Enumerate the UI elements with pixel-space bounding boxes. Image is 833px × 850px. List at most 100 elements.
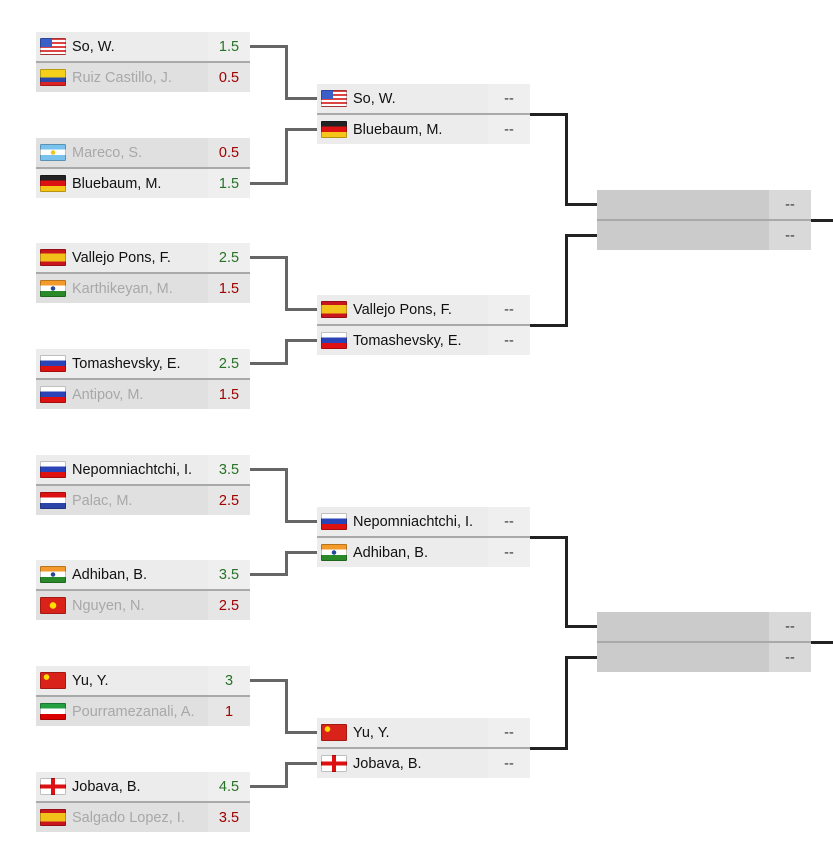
player-row[interactable]: Karthikeyan, M. 1.5 [36,272,250,303]
player-name-cell: Ruiz Castillo, J. [36,63,208,92]
player-row[interactable]: Adhiban, B. -- [317,536,530,567]
player-score: -- [769,643,811,672]
player-name[interactable]: Tomashevsky, E. [353,332,462,349]
player-row[interactable]: Tomashevsky, E.2.5 [36,349,250,378]
player-row[interactable]: Yu, Y.-- [317,718,530,747]
player-name-cell: So, W. [317,84,488,113]
bracket-connector [811,641,833,644]
player-score: -- [769,221,811,250]
player-row[interactable]: Bluebaum, M.-- [317,113,530,144]
flag-vn-icon [40,597,66,614]
player-name-cell: Antipov, M. [36,380,208,409]
player-name[interactable]: Adhiban, B. [72,566,147,583]
player-name[interactable]: Nepomniachtchi, I. [353,513,474,530]
player-row[interactable]: Mareco, S.0.5 [36,138,250,167]
flag-in-icon [40,566,66,583]
player-row[interactable]: Salgado Lopez, I. 3.5 [36,801,250,832]
bracket-connector [285,339,288,365]
bracket-connector [530,113,566,116]
flag-ru-icon [40,355,66,372]
match-r2-4: Yu, Y.--Jobava, B.-- [317,718,530,778]
player-name[interactable]: Nguyen, N. [72,597,145,614]
player-name-cell: Mareco, S. [36,138,208,167]
bracket-connector [565,536,568,628]
flag-us-icon [321,90,347,107]
player-name[interactable]: Yu, Y. [72,672,109,689]
player-name[interactable]: Tomashevsky, E. [72,355,181,372]
flag-co-icon [40,69,66,86]
player-name-cell [597,221,769,250]
player-row[interactable]: -- [597,219,811,250]
bracket-connector [285,45,288,100]
player-name[interactable]: Jobava, B. [72,778,141,795]
player-score: 3 [208,666,250,695]
player-name[interactable]: Salgado Lopez, I. [72,809,185,826]
player-score: 1.5 [208,169,250,198]
player-row[interactable]: Pourramezanali, A.1 [36,695,250,726]
player-row[interactable]: Nepomniachtchi, I.3.5 [36,455,250,484]
player-row[interactable]: So, W. 1.5 [36,32,250,61]
player-row[interactable]: Nepomniachtchi, I.-- [317,507,530,536]
player-row[interactable]: Palac, M.2.5 [36,484,250,515]
player-name[interactable]: Pourramezanali, A. [72,703,195,720]
player-name[interactable]: So, W. [72,38,115,55]
player-name[interactable]: Antipov, M. [72,386,144,403]
player-row[interactable]: Tomashevsky, E.-- [317,324,530,355]
player-row[interactable]: Yu, Y. 3 [36,666,250,695]
player-name[interactable]: Vallejo Pons, F. [353,301,452,318]
player-name[interactable]: Bluebaum, M. [72,175,162,192]
player-name[interactable]: Karthikeyan, M. [72,280,173,297]
player-name[interactable]: Mareco, S. [72,144,143,161]
player-name-cell: Bluebaum, M. [36,169,208,198]
player-name[interactable]: Ruiz Castillo, J. [72,69,172,86]
bracket-connector [285,97,317,100]
flag-cn-icon [321,724,347,741]
player-name[interactable]: Palac, M. [72,492,133,509]
player-row[interactable]: Bluebaum, M. 1.5 [36,167,250,198]
player-row[interactable]: Vallejo Pons, F. -- [317,295,530,324]
player-score: 3.5 [208,803,250,832]
player-row[interactable]: -- [597,641,811,672]
player-row[interactable]: Nguyen, N. 2.5 [36,589,250,620]
bracket-connector [250,362,286,365]
bracket-connector [285,551,317,554]
player-name[interactable]: Nepomniachtchi, I. [72,461,193,478]
player-name[interactable]: Bluebaum, M. [353,121,443,138]
player-name[interactable]: Adhiban, B. [353,544,428,561]
player-score: -- [488,295,530,324]
player-name-cell: Nepomniachtchi, I. [317,507,488,536]
match-r2-2: Vallejo Pons, F. --Tomashevsky, E.-- [317,295,530,355]
flag-ru-icon [40,386,66,403]
player-name-cell: Jobava, B. [317,749,488,778]
player-name[interactable]: Jobava, B. [353,755,422,772]
player-score: -- [769,190,811,219]
player-score: 4.5 [208,772,250,801]
player-score: -- [769,612,811,641]
player-row[interactable]: Vallejo Pons, F.2.5 [36,243,250,272]
player-name-cell: Nguyen, N. [36,591,208,620]
player-name[interactable]: So, W. [353,90,396,107]
bracket-connector [250,256,286,259]
player-score: 1.5 [208,32,250,61]
player-row[interactable]: Jobava, B.-- [317,747,530,778]
match-r3-1: ---- [597,190,811,250]
player-row[interactable]: Adhiban, B.3.5 [36,560,250,589]
player-row[interactable]: Ruiz Castillo, J.0.5 [36,61,250,92]
player-row[interactable]: So, W.-- [317,84,530,113]
player-score: 1.5 [208,274,250,303]
player-name-cell: So, W. [36,32,208,61]
player-row[interactable]: Antipov, M.1.5 [36,378,250,409]
player-name[interactable]: Yu, Y. [353,724,390,741]
player-row[interactable]: Jobava, B. 4.5 [36,772,250,801]
player-row[interactable]: -- [597,612,811,641]
player-name[interactable]: Vallejo Pons, F. [72,249,171,266]
player-score: 2.5 [208,591,250,620]
player-score: -- [488,538,530,567]
bracket-connector [285,679,288,734]
player-row[interactable]: -- [597,190,811,219]
player-name-cell: Tomashevsky, E. [317,326,488,355]
player-name-cell: Adhiban, B. [317,538,488,567]
bracket-connector [250,468,286,471]
